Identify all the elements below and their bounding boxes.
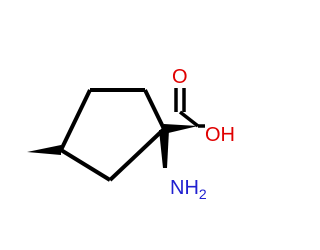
ring-bond-left: [59, 89, 92, 151]
carbonyl-oxygen-label: O: [172, 66, 188, 88]
molecule-structure: O OH NH2: [27, 66, 235, 202]
amine-label-subscript: 2: [199, 186, 207, 202]
amine-wedge-bond: [159, 130, 169, 168]
amine-label-main: NH: [170, 177, 199, 199]
amine-label: NH2: [170, 177, 207, 202]
methyl-wedge-bond: [27, 145, 61, 155]
ring-bond-lower-left: [59, 148, 112, 182]
ring-bond-right: [143, 89, 166, 130]
carboxyl-to-carbonyl-bond: [178, 110, 200, 128]
hydroxyl-label: OH: [205, 124, 235, 146]
ring-bond-lower-right: [108, 127, 166, 182]
carboxyl-wedge-bond: [164, 124, 198, 134]
